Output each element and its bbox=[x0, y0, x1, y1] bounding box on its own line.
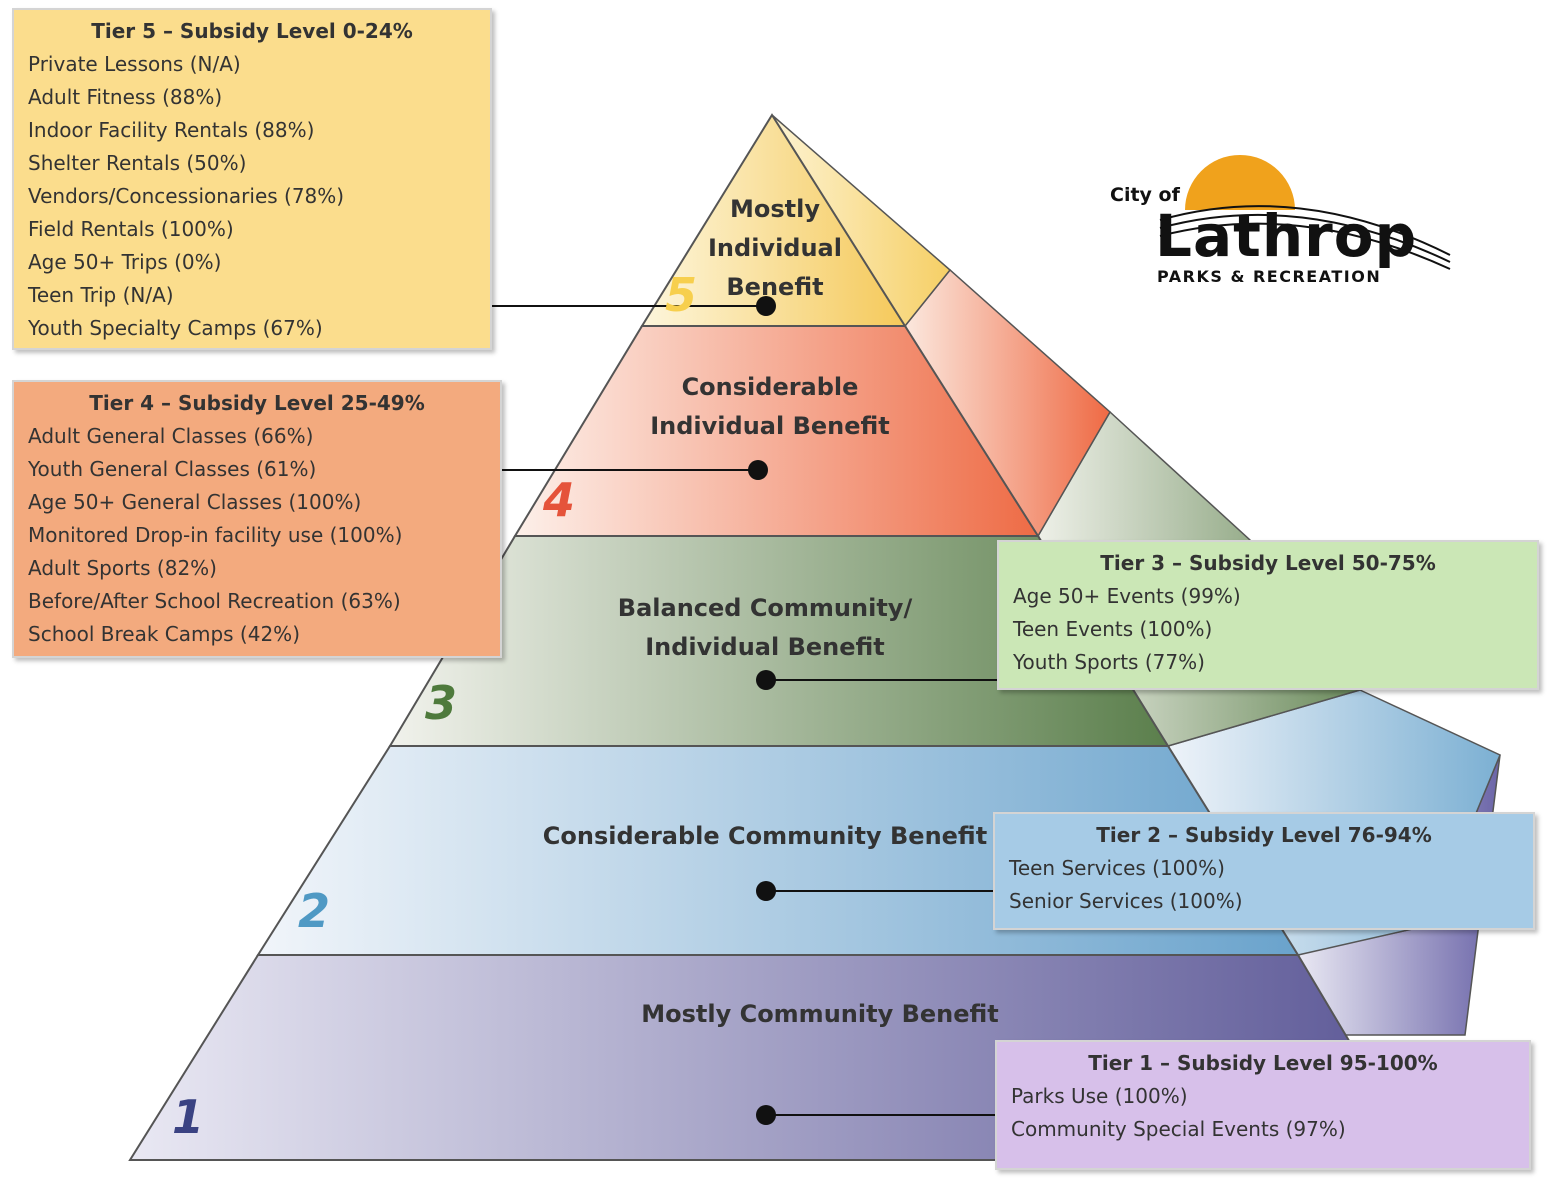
tier3-connector-dot bbox=[756, 670, 776, 690]
tier4-label-line: Individual Benefit bbox=[650, 412, 890, 440]
tier3-label: Balanced Community/ Individual Benefit bbox=[600, 589, 930, 667]
tier1-label: Mostly Community Benefit bbox=[641, 1000, 999, 1028]
list-item: Field Rentals (100%) bbox=[28, 217, 234, 241]
sun-icon bbox=[1159, 155, 1451, 270]
tier5-label-line: Mostly bbox=[730, 195, 820, 223]
list-item: Indoor Facility Rentals (88%) bbox=[28, 118, 315, 142]
tier4-label: Considerable Individual Benefit bbox=[640, 368, 900, 446]
tier3-box-title: Tier 3 – Subsidy Level 50-75% bbox=[1100, 551, 1436, 575]
list-item: Adult Fitness (88%) bbox=[28, 85, 223, 109]
list-item: Shelter Rentals (50%) bbox=[28, 151, 247, 175]
list-item: Teen Events (100%) bbox=[1013, 617, 1213, 641]
tier4-number: 4 bbox=[543, 473, 576, 527]
list-item: Community Special Events (97%) bbox=[1011, 1117, 1346, 1141]
tier4-label-line: Considerable bbox=[681, 373, 859, 401]
list-item: Adult General Classes (66%) bbox=[28, 424, 314, 448]
tier2-box-title: Tier 2 – Subsidy Level 76-94% bbox=[1096, 823, 1432, 847]
logo-city-text: City of bbox=[1110, 184, 1180, 206]
list-item: Age 50+ Trips (0%) bbox=[28, 250, 222, 274]
list-item: Age 50+ General Classes (100%) bbox=[28, 490, 362, 514]
tier5-label: Mostly Individual Benefit bbox=[690, 190, 860, 307]
tier2-connector-dot bbox=[756, 881, 776, 901]
list-item: Teen Services (100%) bbox=[1009, 856, 1225, 880]
tier1-number: 1 bbox=[172, 1090, 205, 1144]
tier4-info-box: Tier 4 – Subsidy Level 25-49% Adult Gene… bbox=[12, 380, 502, 658]
tier2-info-box: Tier 2 – Subsidy Level 76-94% Teen Servi… bbox=[993, 812, 1535, 930]
list-item: Private Lessons (N/A) bbox=[28, 52, 241, 76]
tier5-front-face bbox=[640, 113, 907, 327]
list-item: Teen Trip (N/A) bbox=[28, 283, 174, 307]
list-item: Youth General Classes (61%) bbox=[28, 457, 317, 481]
tier3-label-line: Individual Benefit bbox=[645, 633, 885, 661]
list-item: Adult Sports (82%) bbox=[28, 556, 217, 580]
list-item: Youth Sports (77%) bbox=[1013, 650, 1205, 674]
tier1-info-box: Tier 1 – Subsidy Level 95-100% Parks Use… bbox=[995, 1040, 1531, 1170]
tier3-number: 3 bbox=[425, 676, 458, 730]
tier5-box-title: Tier 5 – Subsidy Level 0-24% bbox=[91, 19, 413, 43]
list-item: Vendors/Concessionaries (78%) bbox=[28, 184, 345, 208]
tier4-box-title: Tier 4 – Subsidy Level 25-49% bbox=[89, 391, 425, 415]
logo-subtitle: PARKS & RECREATION bbox=[1157, 267, 1382, 286]
tier4-connector-dot bbox=[748, 460, 768, 480]
list-item: Age 50+ Events (99%) bbox=[1013, 584, 1241, 608]
tier5-number: 5 bbox=[665, 268, 698, 322]
tier1-connector-dot bbox=[756, 1105, 776, 1125]
tier5-connector-dot bbox=[756, 296, 776, 316]
tier5-label-line: Benefit bbox=[726, 273, 824, 301]
list-item: Monitored Drop-in facility use (100%) bbox=[28, 523, 403, 547]
list-item: Parks Use (100%) bbox=[1011, 1084, 1188, 1108]
tier2-number: 2 bbox=[298, 884, 331, 938]
logo-name-text: Lathrop bbox=[1155, 202, 1418, 270]
list-item: Youth Specialty Camps (67%) bbox=[28, 316, 323, 340]
tier2-label: Considerable Community Benefit bbox=[542, 822, 988, 850]
lathrop-logo: City of Lathrop PARKS & RECREATION bbox=[1100, 150, 1460, 300]
tier3-label-line: Balanced Community/ bbox=[617, 594, 913, 622]
tier5-info-box: Tier 5 – Subsidy Level 0-24% Private Les… bbox=[12, 8, 492, 350]
tier5-label-line: Individual bbox=[708, 234, 842, 262]
list-item: Before/After School Recreation (63%) bbox=[28, 589, 401, 613]
tier1-box-title: Tier 1 – Subsidy Level 95-100% bbox=[1088, 1051, 1438, 1075]
list-item: Senior Services (100%) bbox=[1009, 889, 1243, 913]
tier3-info-box: Tier 3 – Subsidy Level 50-75% Age 50+ Ev… bbox=[997, 540, 1539, 690]
list-item: School Break Camps (42%) bbox=[28, 622, 300, 646]
